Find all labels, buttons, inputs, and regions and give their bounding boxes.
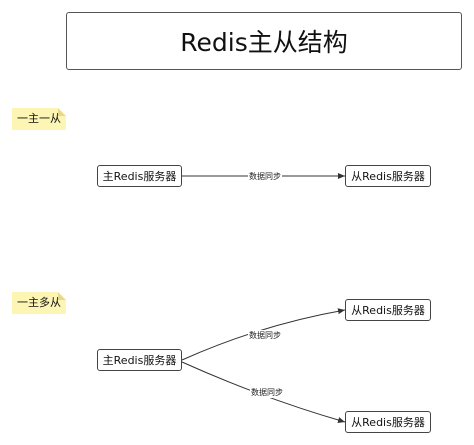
master-node: 主Redis服务器 [97,165,182,187]
note-one-to-many: 一主多从 [12,292,66,314]
diagram-title-box: Redis主从结构 [66,12,462,70]
note-one-to-one: 一主一从 [12,108,66,130]
slave-node-bottom-label: 从Redis服务器 [351,416,425,429]
slave-node: 从Redis服务器 [345,165,431,187]
edge-label-sync-bottom: 数据同步 [250,387,284,398]
master-node-2: 主Redis服务器 [97,349,182,371]
slave-node-top-label: 从Redis服务器 [351,304,425,317]
master-node-2-label: 主Redis服务器 [102,354,177,367]
note-one-to-many-label: 一主多从 [17,296,61,309]
slave-node-label: 从Redis服务器 [351,170,425,183]
edge-label-sync: 数据同步 [248,171,282,182]
slave-node-top: 从Redis服务器 [345,299,431,321]
slave-node-bottom: 从Redis服务器 [345,411,431,433]
diagram-title: Redis主从结构 [180,28,348,57]
master-node-label: 主Redis服务器 [102,170,177,183]
note-one-to-one-label: 一主一从 [17,112,61,125]
edge-label-sync-top: 数据同步 [248,330,282,341]
